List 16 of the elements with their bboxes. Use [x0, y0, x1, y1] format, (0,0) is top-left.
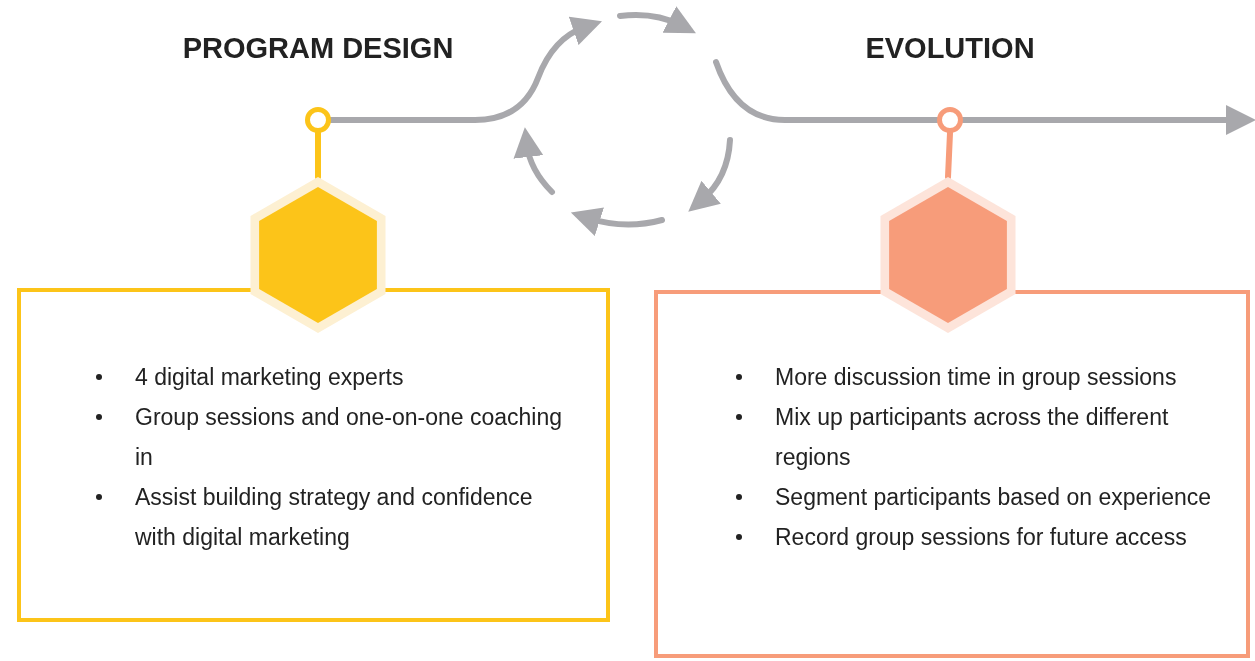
- connector-line: [945, 130, 953, 180]
- connector-line: [713, 59, 940, 123]
- bullet-item: 4 digital marketing experts: [94, 357, 574, 397]
- bullet-list-card: [17, 288, 610, 622]
- bullet-item: Segment participants based on experience: [734, 477, 1224, 517]
- bullet-item: Group sessions and one-on-one coaching in: [94, 397, 574, 477]
- section-heading: EVOLUTION: [865, 32, 1035, 65]
- section-heading: PROGRAM DESIGN: [182, 32, 454, 65]
- arrow: [960, 105, 1255, 135]
- bullet-item: More discussion time in group sessions: [734, 357, 1224, 397]
- connector-line: [315, 130, 321, 180]
- bullet-list-card: [654, 290, 1250, 658]
- bullet-item: Mix up participants across the different regions: [734, 397, 1224, 477]
- arrow: [328, 17, 602, 123]
- bullet-item: Record group sessions for future access: [734, 517, 1224, 557]
- bullet-item: Assist building strategy and confidence with digital marketing: [94, 477, 574, 557]
